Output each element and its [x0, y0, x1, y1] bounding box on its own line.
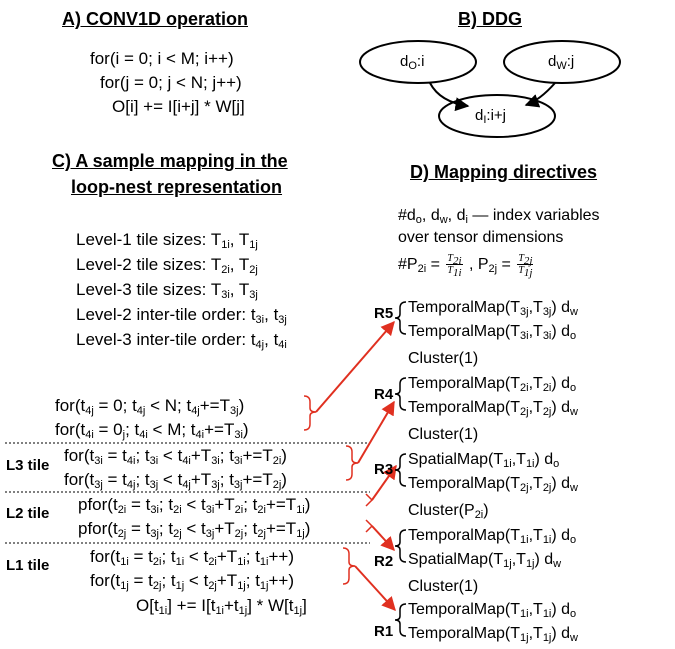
r4-directive-2: TemporalMap(T2j,T2j) dw	[408, 399, 578, 418]
arrow-r1	[354, 565, 396, 612]
panel-c-title-line2: loop-nest representation	[71, 177, 283, 197]
ddg-edge-do-di	[429, 82, 470, 112]
group-label-r5: R5	[374, 305, 394, 322]
arrow-r4	[357, 400, 395, 464]
tile-size-level2: Level-2 tile sizes: T2i, T2j	[76, 255, 258, 276]
code-line-inner-loop: for(j = 0; j < N; j++)	[100, 73, 242, 92]
inter-tile-order-level3: Level-3 inter-tile order: t4j, t4i	[76, 330, 287, 351]
ddg-label-dw: dW:j	[548, 53, 575, 72]
tile-size-level3: Level-3 tile sizes: T3i, T3j	[76, 280, 258, 301]
loop-t1i: for(t1i = t2i; t1i < t2i+T1i; t1i++)	[90, 547, 295, 568]
r5-cluster: Cluster(1)	[408, 350, 479, 367]
brace-right-r1	[394, 603, 407, 637]
r1-directive-2: TemporalMap(T1j,T1j) dw	[408, 625, 578, 644]
r2-cluster: Cluster(1)	[408, 578, 479, 595]
loop-t1j: for(t1j = t2j; t1j < t2j+T1j; t1j++)	[90, 571, 295, 592]
tile-label-l3: L3 tile	[6, 457, 50, 474]
r4-cluster: Cluster(1)	[408, 426, 479, 443]
group-label-r4: R4	[374, 386, 394, 403]
brace-right-r3	[394, 453, 407, 487]
loop-t4i: for(t4i = 0j; t4i < M; t4i+=T3i)	[55, 420, 249, 441]
index-var-note-line1: #do, dw, di — index variables	[398, 207, 600, 226]
brace-right-r2	[394, 529, 407, 563]
panel-d-title: D) Mapping directives	[410, 162, 598, 182]
index-var-note-line2: over tensor dimensions	[398, 229, 564, 246]
ddg-edge-dw-di	[524, 82, 556, 108]
loop-t3i: for(t3i = t4i; t3i < t4i+T3i; t3i+=T2i)	[64, 446, 287, 467]
brace-left-r3	[365, 493, 374, 507]
brace-right-r5	[394, 301, 407, 335]
code-line-body: O[i] += I[i+j] * W[j]	[112, 97, 245, 116]
panel-c-title-line1: C) A sample mapping in the	[52, 151, 288, 171]
tile-label-l2: L2 tile	[6, 505, 50, 522]
r5-directive-2: TemporalMap(T3i,T3i) do	[408, 323, 577, 342]
arrow-r3	[371, 464, 397, 501]
r2-directive-1: TemporalMap(T1i,T1i) do	[408, 527, 577, 546]
group-label-r3: R3	[374, 461, 394, 478]
brace-left-r2	[365, 519, 374, 533]
r5-directive-1: TemporalMap(T3j,T3j) dw	[408, 299, 578, 318]
loop-t4j: for(t4j = 0; t4j < N; t4j+=T3j)	[55, 396, 245, 417]
r1-directive-1: TemporalMap(T1i,T1i) do	[408, 601, 577, 620]
panel-a-title: A) CONV1D operation	[62, 9, 249, 29]
group-label-r1: R1	[374, 623, 394, 640]
arrow-r2	[371, 525, 395, 552]
r3-cluster: Cluster(P2i)	[408, 502, 489, 521]
code-line-outer-loop: for(i = 0; i < M; i++)	[90, 49, 234, 68]
r4-directive-1: TemporalMap(T2i,T2i) do	[408, 375, 577, 394]
brace-left-r4	[345, 445, 359, 481]
loop-t3j: for(t3j = t4j; t3j < t4j+T3j; t3j+=T2j)	[64, 470, 287, 491]
ddg-node-dw	[503, 40, 621, 84]
inter-tile-order-level2: Level-2 inter-tile order: t3i, t3j	[76, 305, 287, 326]
loop-body: O[t1i] += I[t1i+t1j] * W[t1j]	[136, 596, 307, 617]
loop-t2j: pfor(t2j = t3j; t2j < t3j+T2j; t2j+=T1j)	[78, 519, 311, 540]
panel-b-title: B) DDG	[458, 9, 522, 29]
ddg-label-do: dO:i	[400, 53, 425, 72]
group-label-r2: R2	[374, 553, 394, 570]
ddg-label-di: dI:i+j	[475, 107, 506, 126]
r3-directive-1: SpatialMap(T1i,T1i) do	[408, 451, 560, 470]
r2-directive-2: SpatialMap(T1j,T1j) dw	[408, 551, 562, 570]
loop-t2i: pfor(t2i = t3i; t2i < t3i+T2i; t2i+=T1i)	[78, 495, 311, 516]
brace-right-r4	[394, 377, 407, 411]
ddg-node-do	[359, 40, 477, 84]
brace-left-r1	[342, 547, 356, 585]
r3-directive-2: TemporalMap(T2j,T2j) dw	[408, 475, 578, 494]
arrow-r5	[315, 320, 395, 413]
tile-label-l1: L1 tile	[6, 557, 50, 574]
tile-size-level1: Level-1 tile sizes: T1i, T1j	[76, 230, 258, 251]
brace-left-r5	[303, 395, 317, 431]
